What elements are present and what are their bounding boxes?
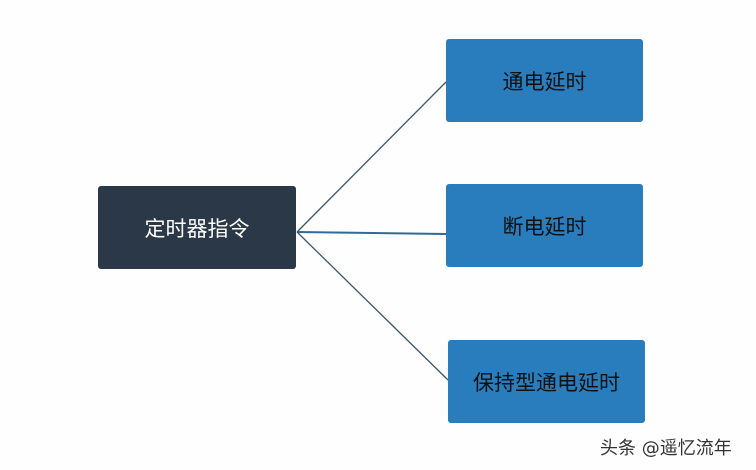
root-node-label: 定时器指令 bbox=[144, 216, 250, 241]
child-node-on-delay: 通电延时 bbox=[446, 39, 643, 122]
connector-to-child-1 bbox=[296, 231, 447, 235]
child-node-label: 断电延时 bbox=[502, 214, 587, 239]
child-node-label: 通电延时 bbox=[502, 69, 587, 94]
root-node: 定时器指令 bbox=[98, 186, 296, 269]
connector-to-child-2 bbox=[296, 231, 449, 381]
child-node-retentive-on-delay: 保持型通电延时 bbox=[448, 340, 645, 423]
watermark: 头条 @遥忆流年 bbox=[600, 438, 732, 459]
child-node-off-delay: 断电延时 bbox=[446, 184, 643, 267]
child-node-label: 保持型通电延时 bbox=[473, 370, 620, 395]
connector-to-child-0 bbox=[296, 81, 447, 233]
